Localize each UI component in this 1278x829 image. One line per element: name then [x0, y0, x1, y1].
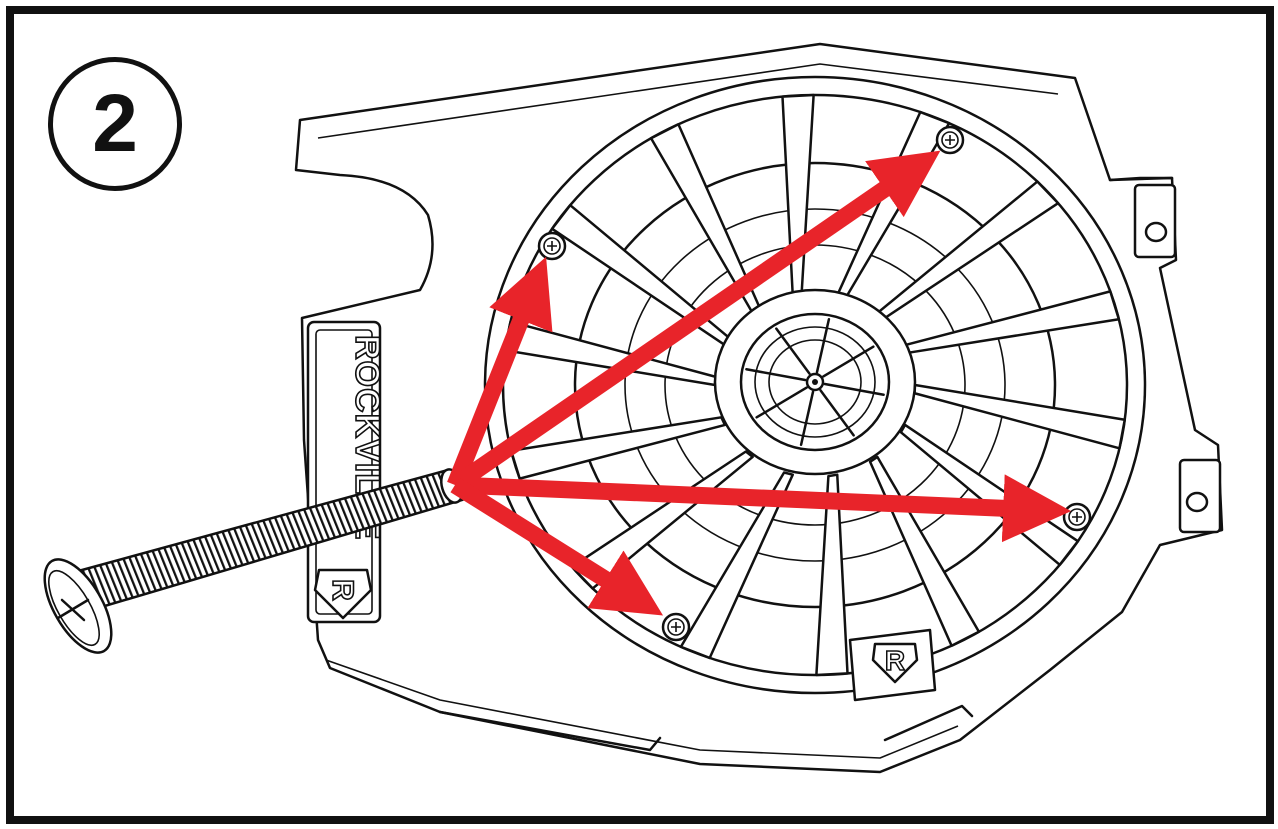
screw-hole-icon	[935, 125, 965, 155]
grille-spoke	[679, 471, 794, 660]
rockville-logo-icon: R	[313, 568, 373, 620]
tweeter-spoke	[775, 327, 811, 375]
tweeter-spokes	[745, 318, 885, 446]
screw-hole-icon	[1062, 502, 1092, 532]
screw-hole-icon	[661, 612, 691, 642]
brand-plate: ROCKVILLE R	[306, 320, 387, 624]
rockville-logo-text: R	[326, 579, 359, 601]
tweeter-spoke	[823, 382, 885, 396]
tweeter-spoke	[745, 368, 807, 382]
tweeter-spoke	[819, 389, 855, 437]
speaker-grille: R	[483, 75, 1147, 702]
arrow-top-left	[447, 256, 553, 489]
grille-logo-text: R	[885, 645, 905, 676]
grille-logo-tab: R	[848, 628, 937, 702]
grille-spoke	[815, 473, 849, 677]
arrow-top-right	[450, 150, 941, 492]
arrow-bottom	[450, 477, 664, 616]
arrow-right	[454, 474, 1072, 543]
tweeter-spoke	[799, 390, 815, 446]
tweeter-spoke	[822, 345, 875, 378]
step-number-badge: 2	[48, 57, 182, 191]
grille-logo-icon: R	[871, 642, 919, 684]
tweeter-spoke	[755, 386, 808, 419]
tweeter-spoke	[815, 318, 831, 374]
screw-hole-icon	[537, 231, 567, 261]
direction-arrows	[447, 150, 1072, 616]
